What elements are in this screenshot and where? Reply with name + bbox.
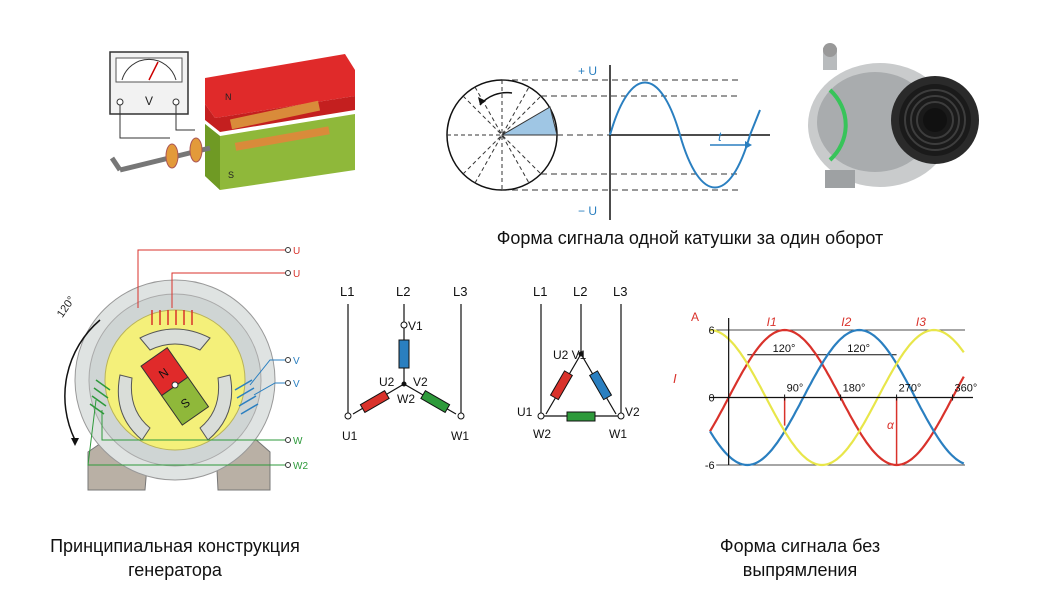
delta-coil-blue [588,370,613,401]
series-label-i3: I3 [916,315,926,329]
star-label-u2: U2 [379,375,395,389]
x-axis-label: α [887,418,895,432]
star-label-u1: U1 [342,429,358,443]
terminal-label: V [293,379,300,390]
x-tick-label: 360° [955,383,978,395]
caption-unrectified-line1: Форма сигнала без [719,536,881,556]
star-coil-blue [398,339,410,369]
y-unit-label: A [691,310,699,324]
y-tick-label: -6 [705,460,715,472]
terminal-label: W2 [293,461,308,472]
phase-shift-label: 120° [773,343,796,355]
series-label-i2: I2 [841,315,851,329]
delta-label-w2: W2 [533,427,551,441]
series-line-i3 [709,328,965,467]
terminal-label: V [293,356,300,367]
sine-t-label: t [718,129,723,144]
single-coil-waveform-diagram: t + U − U [446,64,770,220]
series-label-i1: I1 [767,315,777,329]
caption-unrectified: Форма сигнала без выпрямления [650,534,950,582]
delta-line-label: L1 [533,284,547,299]
single-coil-sine-curve [609,81,761,189]
delta-label-w1: W1 [609,427,627,441]
alternator-image [808,43,979,188]
caption-single-coil: Форма сигнала одной катушки за один обор… [496,228,884,248]
star-label-v2: V2 [413,375,428,389]
delta-connection-diagram: L1 L2 L3 U2 V1 U1 V2 W2 W1 [517,284,640,441]
three-phase-generator-diagram: N S 120° U U V V W W2 [55,246,308,491]
star-label-w1: W1 [451,429,469,443]
delta-coil-green [566,411,596,422]
voltmeter-symbol: V [145,94,153,108]
x-tick-label: 90° [787,383,804,395]
caption-unrectified-line2: выпрямления [742,560,858,580]
demo-pole-n: N [225,92,232,102]
delta-line-label: L3 [613,284,627,299]
delta-coil-red [549,370,574,401]
star-label-v1: V1 [408,319,423,333]
star-line-label: L1 [340,284,354,299]
angle-120-label: 120° [55,294,78,320]
star-line-label: L3 [453,284,467,299]
sine-minus-u-label: − U [578,204,597,218]
delta-label-v2: V2 [625,405,640,419]
caption-construction-line2: генератора [128,560,222,580]
y-axis-label: I [673,371,677,386]
star-connection-diagram: L1 L2 L3 V1 U2 V2 W2 U1 W1 [340,284,469,443]
y-tick-label: 0 [709,393,715,405]
star-coil-green [420,389,451,414]
demo-pole-s: S [228,170,234,180]
generator-demo-illustration: V N S [109,51,355,190]
y-tick-label: 6 [709,325,715,337]
terminal-label: U [293,246,300,257]
delta-line-label: L2 [573,284,587,299]
star-label-w2: W2 [397,392,415,406]
star-coil-red [359,389,390,414]
caption-construction: Принципиальная конструкция генератора [20,534,330,582]
phase-shift-label: 120° [847,343,870,355]
series-line-i2 [709,328,965,467]
terminal-label: W [293,436,303,447]
caption-construction-line1: Принципиальная конструкция [50,536,300,556]
sine-plus-u-label: + U [578,64,597,78]
star-line-label: L2 [396,284,410,299]
x-tick-label: 270° [899,383,922,395]
x-tick-label: 180° [843,383,866,395]
terminal-label: U [293,269,300,280]
delta-label-u2v1: U2 V1 [553,348,587,362]
delta-label-u1: U1 [517,405,533,419]
series-line-i1 [709,328,965,467]
